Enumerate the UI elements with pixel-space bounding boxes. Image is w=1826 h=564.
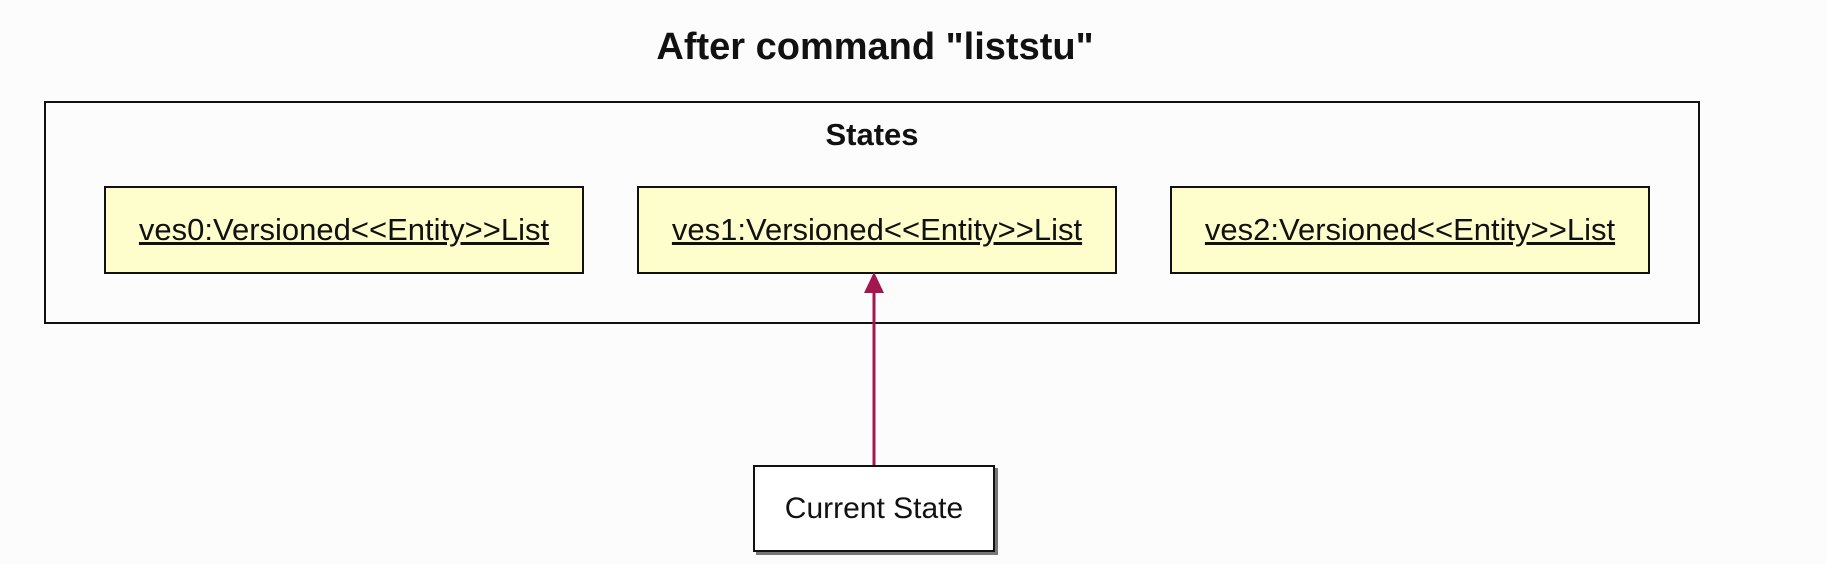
current-state-box: Current State	[753, 465, 995, 552]
diagram-title: After command "liststu"	[656, 26, 1094, 68]
states-frame: States ves0:Versioned<<Entity>>List ves1…	[44, 101, 1700, 324]
pointer-arrow-head	[864, 272, 884, 293]
state-box-ves0: ves0:Versioned<<Entity>>List	[104, 186, 584, 274]
states-frame-label: States	[825, 117, 919, 152]
state-box-ves1: ves1:Versioned<<Entity>>List	[637, 186, 1117, 274]
state-box-ves2: ves2:Versioned<<Entity>>List	[1170, 186, 1650, 274]
